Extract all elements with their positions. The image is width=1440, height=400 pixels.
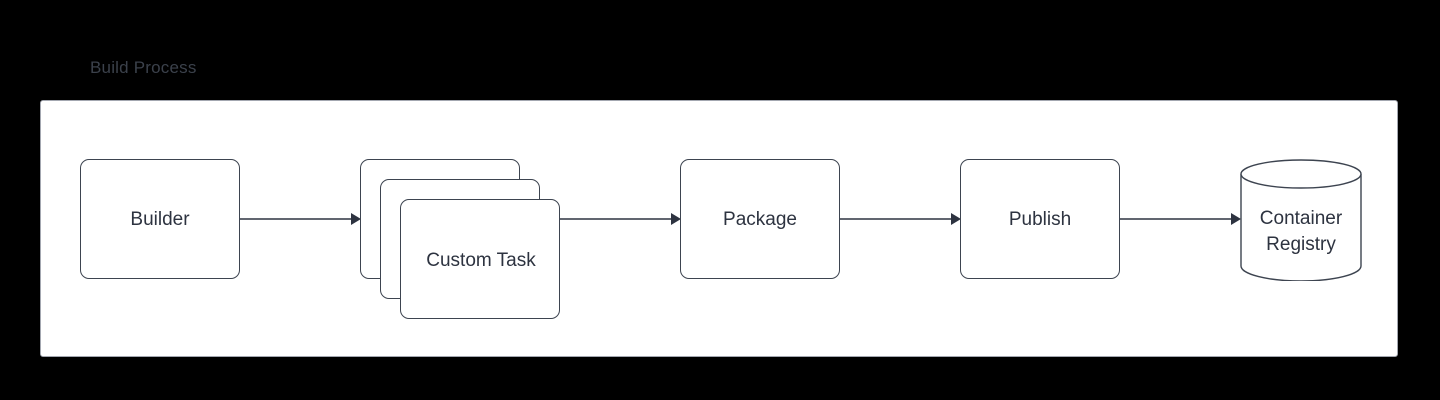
node-package-label: Package bbox=[723, 208, 797, 230]
edge-package-to-publish bbox=[840, 209, 961, 229]
node-builder-label: Builder bbox=[130, 208, 190, 230]
node-publish-label: Publish bbox=[1008, 208, 1072, 230]
build-process-container: Builder Custom Task Custom Task Custom T… bbox=[40, 100, 1398, 357]
node-builder[interactable]: Builder bbox=[80, 159, 240, 279]
cylinder-icon bbox=[1240, 159, 1362, 282]
edge-builder-to-custom-task bbox=[240, 209, 361, 229]
node-publish[interactable]: Publish bbox=[960, 159, 1120, 279]
edge-publish-to-container-registry bbox=[1120, 209, 1241, 229]
edge-custom-task-to-package bbox=[560, 209, 681, 229]
node-custom-task-label: Custom Task bbox=[426, 249, 536, 271]
node-container-registry[interactable]: Container Registry bbox=[1240, 159, 1362, 282]
node-package[interactable]: Package bbox=[680, 159, 840, 279]
node-custom-task[interactable]: Custom Task bbox=[400, 199, 560, 319]
diagram-title: Build Process bbox=[90, 58, 197, 77]
